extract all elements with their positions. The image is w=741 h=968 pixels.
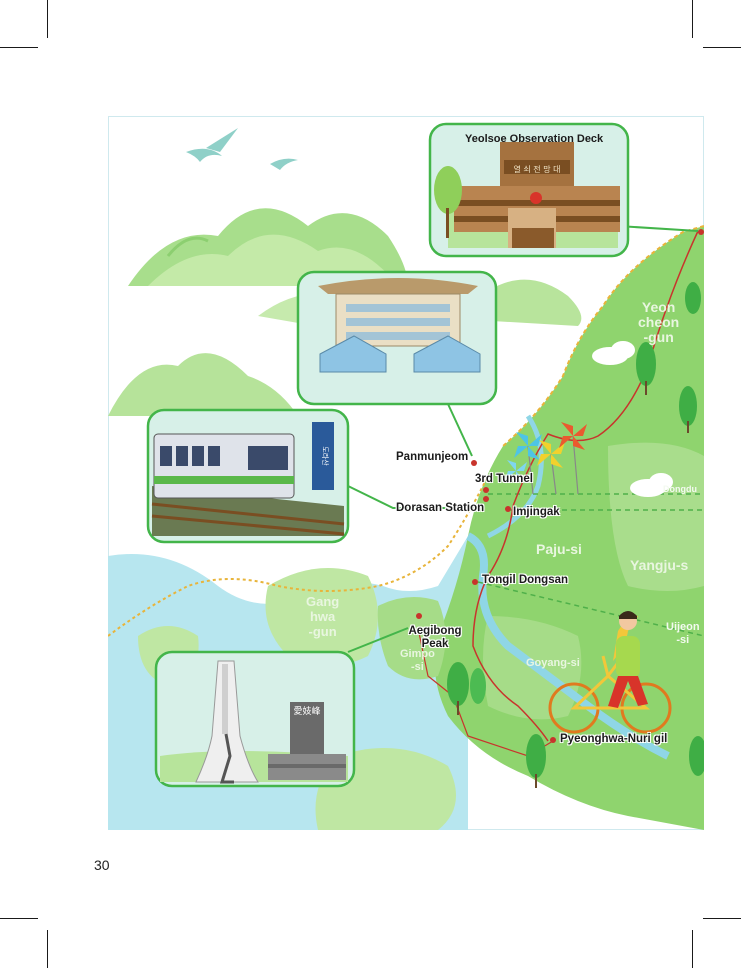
region-uijeongbu: Uijeon-si <box>666 621 700 646</box>
dashed-line-3 <box>477 581 704 637</box>
station-sign: 도라산 <box>321 446 330 466</box>
callout-train: 도라산 <box>146 408 478 544</box>
label-3rd-tunnel: 3rd Tunnel <box>475 473 533 485</box>
gimpo-area <box>377 597 446 680</box>
region-gimpo: Gimpo-si <box>400 648 435 673</box>
route-markers <box>416 229 704 743</box>
imjin-river <box>486 414 544 539</box>
region-yangju: Yangju-s <box>630 557 689 573</box>
label-aegibong-peak: Aegibong Peak <box>408 625 462 650</box>
label-pyeonghwa-nuri-gil: Pyeonghwa-Nuri gil <box>560 733 668 745</box>
birds-icon <box>186 128 298 170</box>
label-dorasan-station: Dorasan Station <box>396 502 485 514</box>
region-dongducheon: Dongdu <box>663 484 697 494</box>
crop-mark-bottom-right-h <box>703 918 741 919</box>
memorial-stone-text: 愛妓峰 <box>293 705 320 717</box>
crop-mark-top-left-h <box>0 47 38 48</box>
illustrated-map: Yeolsoe Observation Deck 열 쇠 전 망 대 <box>108 116 704 830</box>
region-yangju-area <box>608 442 704 591</box>
callout-observatory: Yeolsoe Observation Deck 열 쇠 전 망 대 <box>428 122 699 258</box>
label-imjingak: Imjingak <box>513 506 560 518</box>
region-paju: Paju-si <box>536 541 582 557</box>
clouds <box>592 341 673 497</box>
pinwheels-icon <box>505 422 587 495</box>
crop-mark-bottom-left-h <box>0 918 38 919</box>
page-number: 30 <box>94 857 110 873</box>
cyclist-illustration <box>548 611 672 734</box>
label-tongil-dongsan: Tongil Dongsan <box>482 574 569 586</box>
ganghwa-island <box>265 568 378 666</box>
dmz-border <box>502 225 704 447</box>
crop-mark-top-left-v <box>47 0 48 38</box>
observatory-sign: 열 쇠 전 망 대 <box>514 164 561 174</box>
region-goyang: Goyang-si <box>526 657 580 669</box>
crop-mark-bottom-right-v <box>692 930 693 968</box>
crop-mark-bottom-left-v <box>47 930 48 968</box>
trees-illustration <box>447 282 704 788</box>
callout-aegibong: 愛妓峰 <box>154 627 409 788</box>
han-river <box>465 532 670 760</box>
callout-observatory-title: Yeolsoe Observation Deck <box>465 133 604 145</box>
crop-mark-top-right-h <box>703 47 741 48</box>
crop-mark-top-right-v <box>692 0 693 38</box>
callout-dorasan-building <box>296 270 498 457</box>
coast-border <box>108 475 489 637</box>
label-panmunjeom: Panmunjeom <box>396 451 469 463</box>
